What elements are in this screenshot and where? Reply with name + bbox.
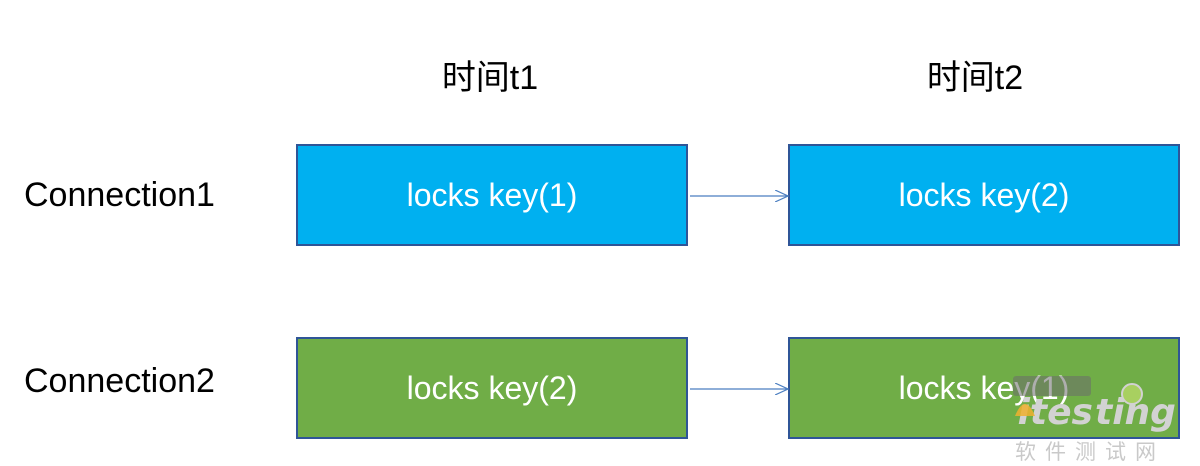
column-header-t2: 时间t2 [926, 59, 1024, 97]
row-label-connection1: Connection1 [24, 176, 215, 214]
connection1-t2-box: locks key(2) [788, 144, 1180, 246]
column-header-t1: 时间t1 [441, 59, 539, 97]
connection2-t1-box: locks key(2) [296, 337, 688, 439]
connection1-t2-text: locks key(2) [898, 176, 1070, 213]
row-label-connection2: Connection2 [24, 362, 215, 400]
watermark-text: 软件测试网 [1015, 440, 1165, 464]
connection1-t1-box: locks key(1) [296, 144, 688, 246]
watermark-logo-icon: ites ting [1013, 376, 1176, 433]
watermark-logo: ites ting 软件测试网 [1005, 372, 1195, 464]
connection2-t1-text: locks key(2) [406, 369, 578, 406]
connection1-t1-text: locks key(1) [406, 176, 578, 213]
